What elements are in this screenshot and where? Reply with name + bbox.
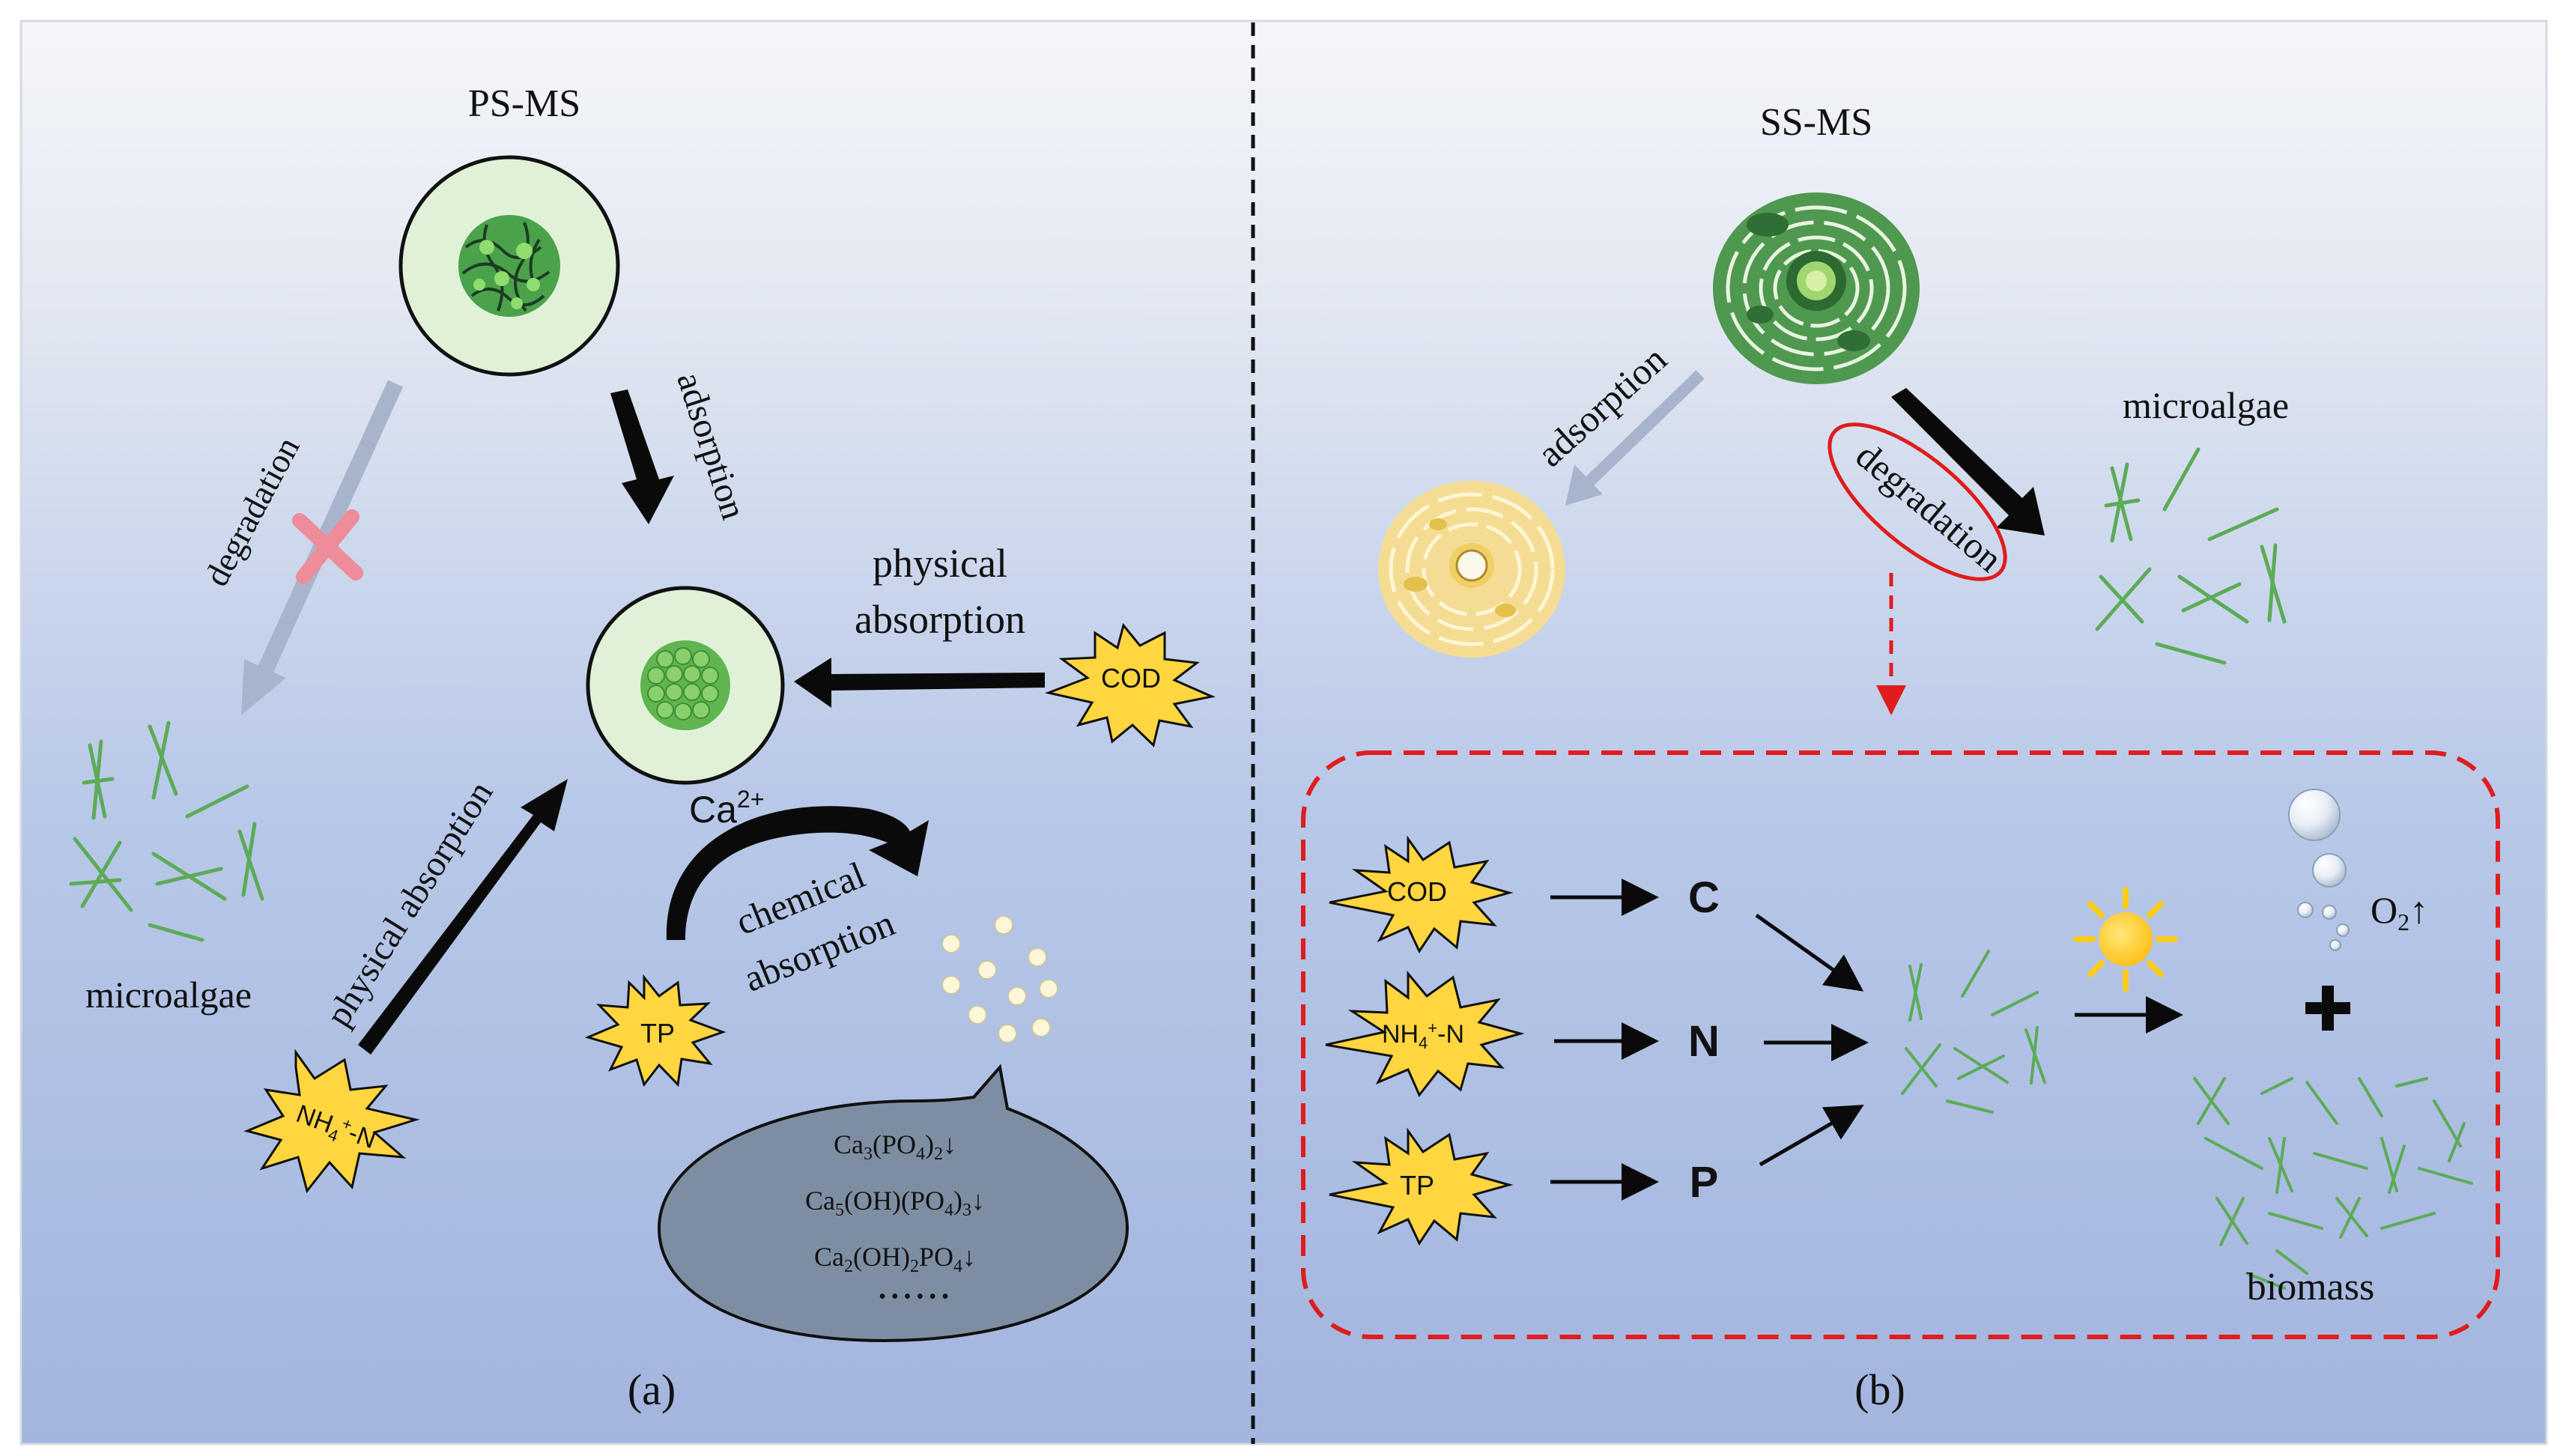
degradation-process-box (1301, 750, 2500, 1339)
ca-ion-label: Ca2+ (689, 786, 764, 831)
element-to-algae-arrows (1755, 913, 1869, 1167)
element-n: N (1688, 1017, 1720, 1066)
microalgae-cluster-b-top (2095, 447, 2287, 665)
cod-label-b: COD (1387, 876, 1447, 907)
panel-b-adsorption-arrow-head (1565, 464, 1603, 506)
tp-starburst-b: TP (1329, 1127, 1514, 1246)
yellow-sludge-sphere (1378, 481, 1565, 658)
nh4-to-sphere-arrow (358, 779, 568, 1055)
figure-frame (19, 19, 2548, 1446)
panel-a-physical-label-1: physical (873, 541, 1007, 586)
oxygen-bubbles (2288, 789, 2350, 951)
panel-b-microalgae-label: microalgae (2123, 384, 2289, 426)
panel-a-caption: (a) (628, 1365, 676, 1414)
biomass-label: biomass (2247, 1266, 2374, 1308)
ss-ms-sludge-sphere (1713, 192, 1920, 384)
degradation-arrow (250, 380, 404, 689)
pollutant-to-element-arrows (1550, 879, 1659, 1201)
cod-starburst-a: COD (1044, 622, 1216, 747)
adsorption-arrow (610, 389, 674, 524)
microsphere-with-algae (586, 586, 785, 785)
ca-curved-arrow (666, 806, 929, 940)
plus-icon (2305, 986, 2350, 1031)
panel-b: SS-MS adsorption (1301, 101, 2500, 1414)
panel-b-caption: (b) (1854, 1365, 1905, 1414)
panel-a-title: PS-MS (468, 82, 580, 125)
panel-b-title: SS-MS (1760, 101, 1872, 144)
biomass-algae-cluster (2193, 1077, 2473, 1290)
nh4-starburst-a: NH4+-N (243, 1049, 420, 1194)
tp-label-b: TP (1400, 1170, 1434, 1201)
precipitate-particles (941, 915, 1058, 1043)
panel-a-physical-label-2: absorption (855, 597, 1025, 642)
tp-starburst-a: TP (584, 974, 727, 1088)
nh4-label-b: NH4+-N (1382, 1019, 1464, 1052)
tp-label-a: TP (640, 1018, 675, 1049)
oxygen-label: O2↑ (2371, 889, 2428, 935)
cod-to-sphere-arrow (794, 658, 1045, 708)
precipitate-ellipsis: • • • • • • (879, 1285, 949, 1308)
precipitate-bubble: Ca3(PO4)2↓ Ca5(OH)(PO4)3↓ Ca2(OH)2PO4↓ •… (657, 1064, 1129, 1343)
precipitate-formula-1: Ca3(PO4)2↓ (834, 1129, 956, 1164)
nh4-starburst-b: NH4+-N (1325, 970, 1525, 1097)
panel-a-microalgae-label: microalgae (85, 974, 252, 1016)
background (21, 21, 2547, 1444)
cod-label-a: COD (1101, 663, 1161, 694)
panel-b-adsorption-arrow (1583, 370, 1705, 488)
blocked-cross-icon (292, 509, 363, 584)
sun-icon (2073, 887, 2178, 992)
ps-ms-microsphere (398, 155, 620, 377)
panel-b-degradation-arrow (1891, 388, 2045, 536)
precipitate-formula-2: Ca5(OH)(PO4)3↓ (805, 1186, 985, 1220)
microalgae-cluster-center (1901, 950, 2046, 1114)
microalgae-cluster-a (69, 721, 264, 942)
cod-starburst-b: COD (1329, 835, 1514, 954)
degradation-highlight-ring (1828, 422, 2007, 581)
degradation-arrow-head (241, 659, 286, 715)
element-c: C (1688, 873, 1720, 922)
element-p: P (1690, 1158, 1719, 1207)
precipitate-formula-3: Ca2(OH)2PO4↓ (814, 1242, 976, 1276)
